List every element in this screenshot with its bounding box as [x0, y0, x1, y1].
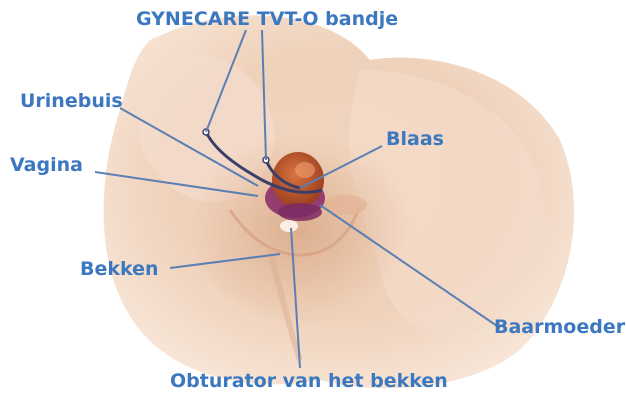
label-bekken: Bekken [80, 258, 159, 280]
label-blaas: Blaas [386, 128, 444, 150]
label-gynecare-tvt-o: GYNECARE TVT-O bandje [136, 8, 398, 30]
label-baarmoeder: Baarmoeder [494, 316, 625, 338]
label-urinebuis: Urinebuis [20, 90, 123, 112]
label-vagina: Vagina [10, 154, 83, 176]
label-obturator: Obturator van het bekken [170, 370, 448, 392]
pelvic-opening [280, 220, 298, 232]
